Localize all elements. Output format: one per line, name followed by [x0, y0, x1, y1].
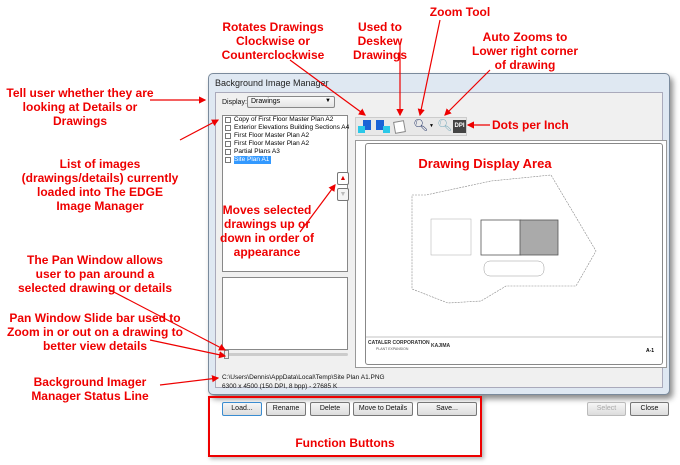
window-title: Background Image Manager	[215, 78, 329, 88]
annotation-display: Tell user whether they are looking at De…	[6, 86, 154, 128]
display-label: Display:	[222, 99, 247, 106]
title-block-project: PLANT EXPANSION	[376, 347, 409, 351]
close-button[interactable]: Close	[630, 402, 669, 416]
image-checkbox[interactable]	[225, 133, 231, 139]
image-label: Copy of First Floor Master Plan A2	[234, 116, 334, 123]
pan-window[interactable]	[222, 277, 348, 350]
annotation-rotate: Rotates Drawings Clockwise or Counterclo…	[221, 20, 325, 62]
annotation-slider: Pan Window Slide bar used to Zoom in or …	[7, 311, 183, 353]
load-button[interactable]: Load...	[222, 402, 262, 416]
delete-button[interactable]: Delete	[310, 402, 350, 416]
annotation-display-area: Drawing Display Area	[418, 156, 552, 171]
site-plan-drawing	[366, 174, 662, 338]
annotation-autozoom: Auto Zooms to Lower right corner of draw…	[471, 30, 578, 72]
move-to-details-button[interactable]: Move to Details	[353, 402, 413, 416]
display-select[interactable]: Drawings ▼	[247, 96, 335, 108]
zoom-dropdown-chevron-icon[interactable]: ▼	[429, 123, 434, 129]
dpi-button[interactable]: DPI	[453, 120, 466, 133]
annotation-moves: Moves selected drawings up or down in or…	[220, 203, 314, 259]
annotation-status: Background Imager Manager Status Line	[31, 375, 149, 403]
image-checkbox[interactable]	[225, 117, 231, 123]
title-block-architect: KAJIMA	[431, 343, 451, 349]
image-label: First Floor Master Plan A2	[234, 140, 310, 147]
image-checkbox[interactable]	[225, 125, 231, 131]
image-list-item[interactable]: First Floor Master Plan A2	[223, 140, 347, 148]
rotate-counterclockwise-button[interactable]	[357, 119, 374, 134]
auto-zoom-icon[interactable]: 🔍︎	[437, 118, 453, 132]
annotation-function-buttons: Function Buttons	[295, 436, 395, 450]
drawing-display-area[interactable]: CATALER CORPORATION PLANT EXPANSION KAJI…	[355, 140, 667, 368]
function-buttons-highlight	[208, 396, 482, 457]
image-label: First Floor Master Plan A2	[234, 132, 310, 139]
title-block-company: CATALER CORPORATION	[368, 340, 430, 346]
title-block-sheet: A-1	[646, 348, 655, 354]
image-label: Partial Plans A3	[234, 148, 280, 155]
image-label: Site Plan A1	[234, 156, 272, 164]
drawing-sheet	[365, 143, 663, 365]
image-label: Exterior Elevations Building Sections A4	[234, 124, 350, 131]
rename-button[interactable]: Rename	[266, 402, 306, 416]
display-select-value: Drawings	[251, 98, 281, 105]
annotation-pan: The Pan Window allows user to pan around…	[17, 253, 173, 295]
annotation-deskew: Used to Deskew Drawings	[352, 20, 407, 62]
chevron-down-icon: ▼	[325, 98, 331, 104]
status-info: 6300 x 4500 (150 DPI, 8 bpp) - 27685 K	[222, 383, 338, 390]
status-path: C:\Users\Dennis\AppData\Local\Temp\Site …	[222, 374, 385, 381]
image-list-item[interactable]: Site Plan A1	[223, 156, 347, 164]
rotate-clockwise-button[interactable]	[375, 119, 392, 134]
image-checkbox[interactable]	[225, 141, 231, 147]
move-up-button[interactable]: ▲	[337, 172, 349, 185]
image-list-item[interactable]: First Floor Master Plan A2	[223, 132, 347, 140]
annotation-zoom: Zoom Tool	[429, 5, 491, 19]
select-button[interactable]: Select	[587, 402, 626, 416]
move-down-button[interactable]: ▼	[337, 188, 349, 201]
image-list-item[interactable]: Partial Plans A3	[223, 148, 347, 156]
image-list-item[interactable]: Exterior Elevations Building Sections A4	[223, 124, 350, 132]
image-checkbox[interactable]	[225, 149, 231, 155]
annotation-list: List of images (drawings/details) curren…	[21, 157, 179, 213]
annotation-dpi: Dots per Inch	[492, 118, 569, 132]
image-checkbox[interactable]	[225, 157, 231, 163]
image-list-item[interactable]: Copy of First Floor Master Plan A2	[223, 116, 347, 124]
save-button[interactable]: Save...	[417, 402, 477, 416]
zoom-tool-icon[interactable]: 🔍︎	[413, 118, 429, 132]
